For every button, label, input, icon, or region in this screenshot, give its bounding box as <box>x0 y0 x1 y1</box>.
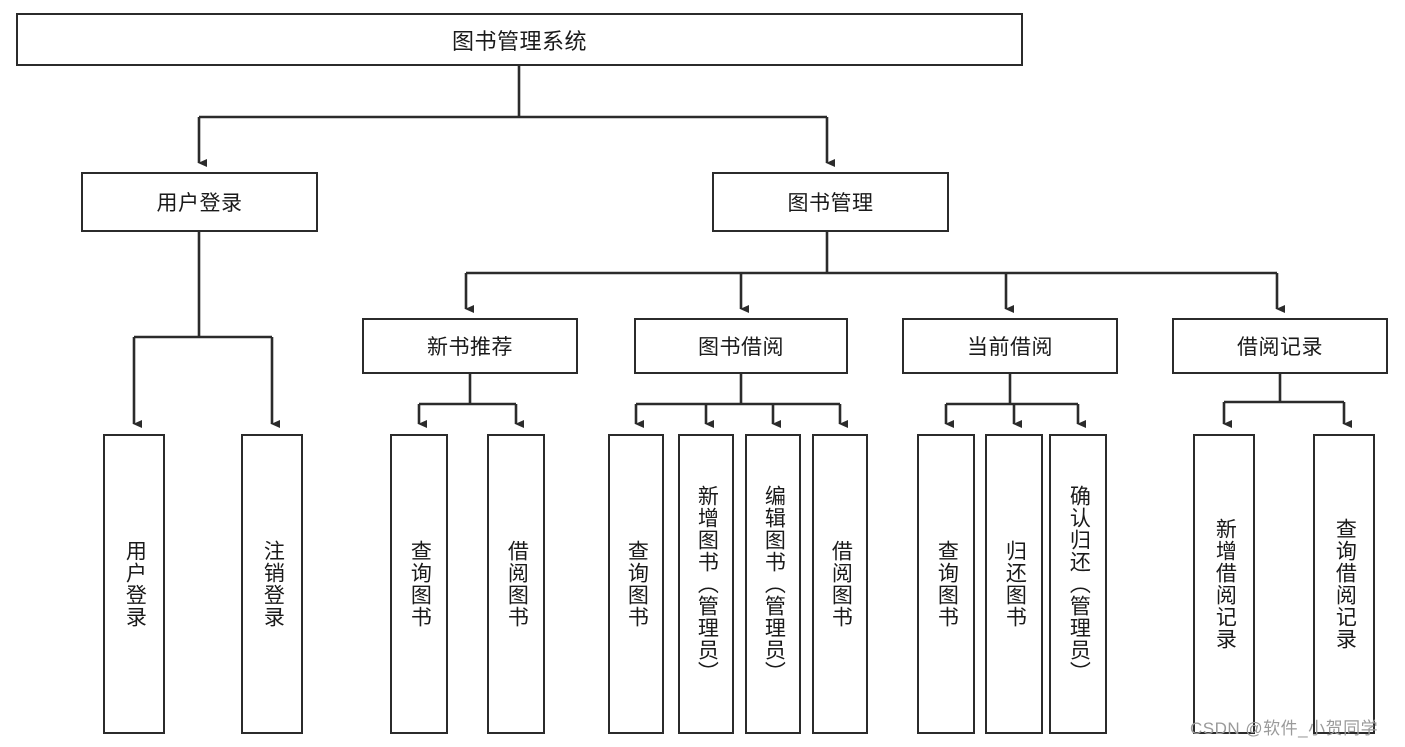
node-book-management[interactable]: 图书管理 <box>712 172 949 232</box>
leaf-newbook-borrow-book[interactable]: 借阅图书 <box>487 434 545 734</box>
leaf-record-query-record[interactable]: 查询借阅记录 <box>1313 434 1375 734</box>
watermark-text: CSDN @软件_小贺同学 <box>1190 719 1379 738</box>
node-root-system[interactable]: 图书管理系统 <box>16 13 1023 66</box>
node-user-login[interactable]: 用户登录 <box>81 172 318 232</box>
leaf-current-return-book[interactable]: 归还图书 <box>985 434 1043 734</box>
leaf-current-query-book[interactable]: 查询图书 <box>917 434 975 734</box>
leaf-record-add-record[interactable]: 新增借阅记录 <box>1193 434 1255 734</box>
leaf-newbook-query-book[interactable]: 查询图书 <box>390 434 448 734</box>
leaf-borrow-add-book-admin[interactable]: 新增图书（管理员） <box>678 434 734 734</box>
node-current-borrow[interactable]: 当前借阅 <box>902 318 1118 374</box>
leaf-current-confirm-return-admin[interactable]: 确认归还（管理员） <box>1049 434 1107 734</box>
leaf-user-login[interactable]: 用户登录 <box>103 434 165 734</box>
leaf-borrow-edit-book-admin[interactable]: 编辑图书（管理员） <box>745 434 801 734</box>
node-borrow-record[interactable]: 借阅记录 <box>1172 318 1388 374</box>
node-book-borrow[interactable]: 图书借阅 <box>634 318 848 374</box>
leaf-user-logout[interactable]: 注销登录 <box>241 434 303 734</box>
leaf-borrow-query-book[interactable]: 查询图书 <box>608 434 664 734</box>
leaf-borrow-lend-book[interactable]: 借阅图书 <box>812 434 868 734</box>
node-new-book-recommend[interactable]: 新书推荐 <box>362 318 578 374</box>
